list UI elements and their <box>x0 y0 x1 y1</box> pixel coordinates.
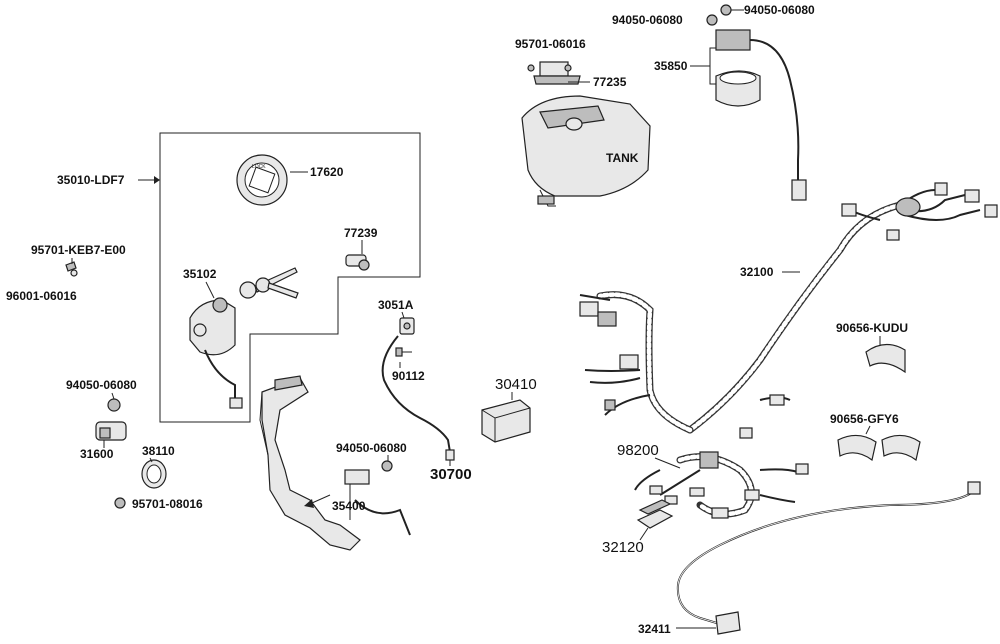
ground-cable-32411-part <box>676 481 981 635</box>
label-95701-08016: 95701-08016 <box>132 497 203 511</box>
screw-95701-08016-part <box>114 497 126 509</box>
label-32100: 32100 <box>740 265 774 279</box>
label-35102: 35102 <box>183 267 217 281</box>
starter-relay-35850-part <box>715 29 807 201</box>
svg-text:LOCK: LOCK <box>252 164 266 170</box>
nut-94050-top-a-part <box>706 14 718 26</box>
main-harness-32100-part <box>579 182 998 439</box>
nut-94050-top-b-part <box>720 4 732 16</box>
label-98200: 98200 <box>617 442 659 459</box>
key-cylinder-face-part: LOCK <box>236 154 288 206</box>
nut-94050-mid-part <box>381 460 393 472</box>
relay-30410-part <box>481 399 531 443</box>
leader-38110 <box>149 457 153 463</box>
fuel-sensor-77235-part <box>527 61 581 85</box>
label-90112: 90112 <box>392 369 425 383</box>
label-35400: 35400 <box>332 499 366 513</box>
leader-35102 <box>205 281 215 299</box>
label-90656-gfy6: 90656-GFY6 <box>830 412 899 426</box>
label-94050-06080-top-b: 94050-06080 <box>744 3 815 17</box>
leader-98200 <box>654 457 681 469</box>
label-94050-06080-left: 94050-06080 <box>66 378 137 392</box>
ignition-switch-part <box>189 297 243 409</box>
label-96001-06016: 96001-06016 <box>6 289 77 303</box>
label-31600: 31600 <box>80 447 114 461</box>
leader-32120 <box>639 527 649 541</box>
leader-gfy6 <box>865 425 871 435</box>
label-77239: 77239 <box>344 226 378 240</box>
label-32120: 32120 <box>602 539 644 556</box>
band-90656-gfy6-left-part <box>837 434 877 462</box>
fuel-tank-part <box>521 95 651 207</box>
label-32411: 32411 <box>638 622 671 636</box>
arrow-35400-icon <box>304 499 314 508</box>
bracket-35850 <box>709 47 716 85</box>
leader-94050-left <box>111 392 115 400</box>
leader-3051a <box>401 311 405 319</box>
label-30410: 30410 <box>495 376 537 393</box>
clamp-31600-part <box>95 421 127 441</box>
label-30700: 30700 <box>430 466 472 483</box>
seat-lock-part <box>345 254 370 271</box>
label-17620: 17620 <box>310 165 344 179</box>
label-35010-ldf7: 35010-LDF7 <box>57 173 125 187</box>
label-95701-06016: 95701-06016 <box>515 37 586 51</box>
label-94050-06080-mid: 94050-06080 <box>336 441 407 455</box>
switch-3051a-part <box>399 317 415 335</box>
fuse-holder-32120-part <box>636 499 674 529</box>
label-35850: 35850 <box>654 59 688 73</box>
cable-30700-part <box>381 335 451 453</box>
arrow-35010-icon <box>154 176 160 184</box>
label-90656-kudu: 90656-KUDU <box>836 321 908 335</box>
cable-30700-plug <box>445 449 455 461</box>
bracket-frame-part <box>259 375 411 551</box>
band-90656-gfy6-right-part <box>881 434 921 462</box>
label-tank: TANK <box>606 151 639 165</box>
screw-90112-part <box>395 347 412 357</box>
screw-95701-keb7-part <box>65 261 78 277</box>
label-95701-keb7-e00: 95701-KEB7-E00 <box>31 243 126 257</box>
label-3051a: 3051A <box>378 298 414 312</box>
label-77235: 77235 <box>593 75 627 89</box>
nut-94050-left-part <box>107 398 121 412</box>
leader-35400 <box>311 494 331 504</box>
cap-38110-part <box>141 459 167 489</box>
band-90656-kudu-part <box>865 343 906 374</box>
sub-harness-98200-part <box>634 451 809 519</box>
label-38110: 38110 <box>142 444 175 458</box>
key-set-outline <box>159 132 421 423</box>
label-94050-06080-top-a: 94050-06080 <box>612 13 683 27</box>
key-pair-part <box>239 267 299 299</box>
